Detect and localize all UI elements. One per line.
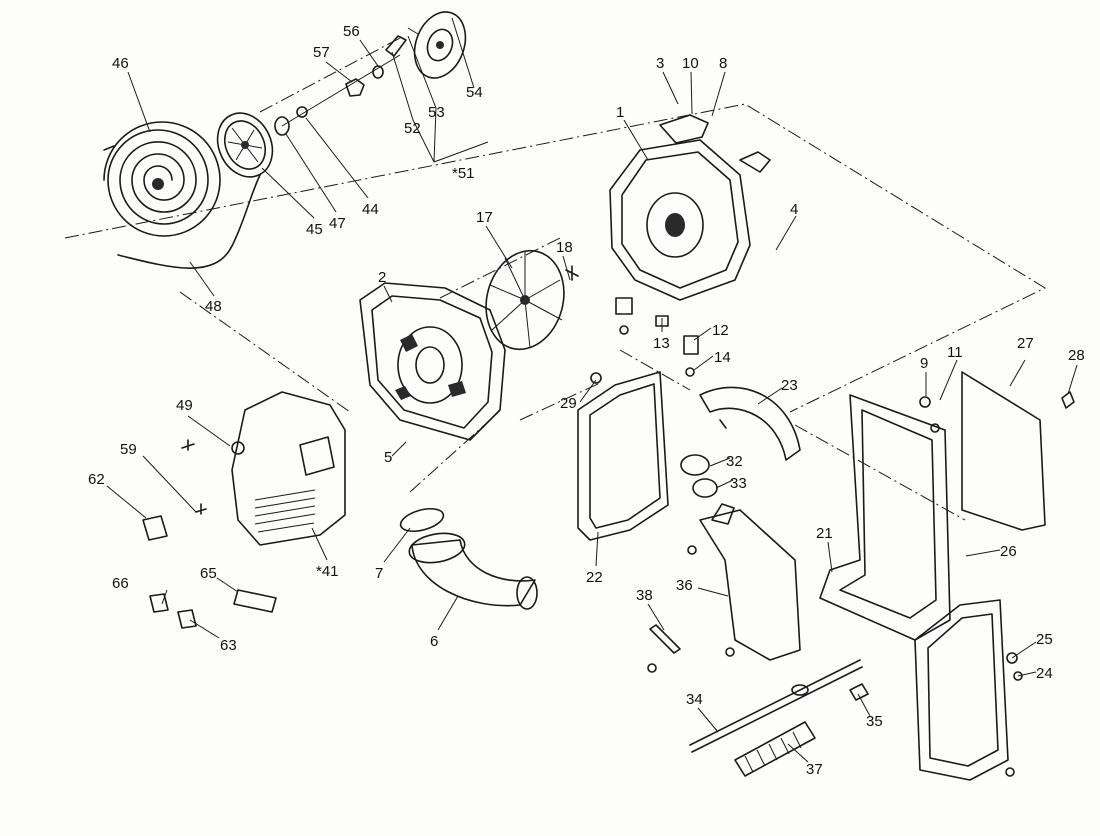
callout-23: 23 <box>781 377 798 394</box>
callout-17: 17 <box>476 209 493 226</box>
callout-27: 27 <box>1017 335 1034 352</box>
callout-5: 5 <box>384 449 392 466</box>
screws-49-59 <box>181 439 207 515</box>
callout-47: 47 <box>329 215 346 232</box>
callout-36: 36 <box>676 577 693 594</box>
callout-12: 12 <box>712 322 729 339</box>
back-pad <box>961 371 1075 531</box>
callout-13: 13 <box>653 335 670 352</box>
fan-case <box>359 282 506 441</box>
callout-18: 18 <box>556 239 573 256</box>
starter-hardware <box>274 54 401 136</box>
starter-rope <box>117 174 261 269</box>
callout-52: 52 <box>404 120 421 137</box>
callout-63: 63 <box>220 637 237 654</box>
callout-11: 11 <box>947 344 963 361</box>
callout-35: 35 <box>866 713 883 730</box>
grip <box>734 721 816 777</box>
throttle-rod <box>689 659 863 753</box>
assembly-guides <box>64 37 1047 521</box>
callout-37: 37 <box>806 761 823 778</box>
callout-34: 34 <box>686 691 703 708</box>
callout-33: 33 <box>730 475 747 492</box>
o-ring <box>399 507 445 533</box>
callout-32: 32 <box>726 453 743 470</box>
hose-clamp <box>680 454 718 498</box>
callout-65: 65 <box>200 565 217 582</box>
callout-8: 8 <box>719 55 727 72</box>
elbow-pipe <box>408 532 538 610</box>
callout-24: 24 <box>1036 665 1053 682</box>
callout-51: *51 <box>452 165 475 182</box>
recoil-spring <box>103 121 221 237</box>
callout-3: 3 <box>656 55 664 72</box>
callout-29: 29 <box>560 395 577 412</box>
callout-62: 62 <box>88 471 105 488</box>
callout-45: 45 <box>306 221 323 238</box>
leader-lines <box>106 17 1078 763</box>
recoil-reel <box>216 112 274 178</box>
callout-14: 14 <box>714 349 731 366</box>
callout-38: 38 <box>636 587 653 604</box>
callout-4: 4 <box>790 201 798 218</box>
bolt-18 <box>565 265 579 281</box>
callout-7: 7 <box>375 565 383 582</box>
callout-53: 53 <box>428 104 445 121</box>
callout-54: 54 <box>466 84 483 101</box>
callout-10: 10 <box>682 55 699 72</box>
callout-48: 48 <box>205 298 222 315</box>
fuel-tank <box>687 503 801 661</box>
callout-49: 49 <box>176 397 193 414</box>
carry-frame <box>577 371 669 541</box>
volute-housing <box>609 114 771 301</box>
callout-1: 1 <box>616 104 624 121</box>
callout-66: 66 <box>112 575 129 592</box>
callout-6: 6 <box>430 633 438 650</box>
callout-56: 56 <box>343 23 360 40</box>
callout-labels: 46 45 47 44 48 57 56 52 53 54 *51 3 10 8… <box>88 23 1085 778</box>
lower-frame <box>914 599 1023 781</box>
callout-22: 22 <box>586 569 603 586</box>
callout-25: 25 <box>1036 631 1053 648</box>
callout-26: 26 <box>1000 543 1017 560</box>
impeller-fan <box>485 249 565 351</box>
callout-28: 28 <box>1068 347 1085 364</box>
callout-59: 59 <box>120 441 137 458</box>
callout-41: *41 <box>316 563 339 580</box>
handle-bar <box>699 386 801 461</box>
engine-cover <box>231 391 346 546</box>
back-frame <box>819 394 951 641</box>
callout-46: 46 <box>112 55 129 72</box>
callout-9: 9 <box>920 355 928 372</box>
callout-44: 44 <box>362 201 379 218</box>
bolt-38 <box>647 624 681 673</box>
callout-57: 57 <box>313 44 330 61</box>
decals <box>142 515 277 629</box>
callout-21: 21 <box>816 525 833 542</box>
mount-hardware-12-13-14 <box>615 297 699 377</box>
knob <box>849 683 869 701</box>
callout-2: 2 <box>378 269 386 286</box>
